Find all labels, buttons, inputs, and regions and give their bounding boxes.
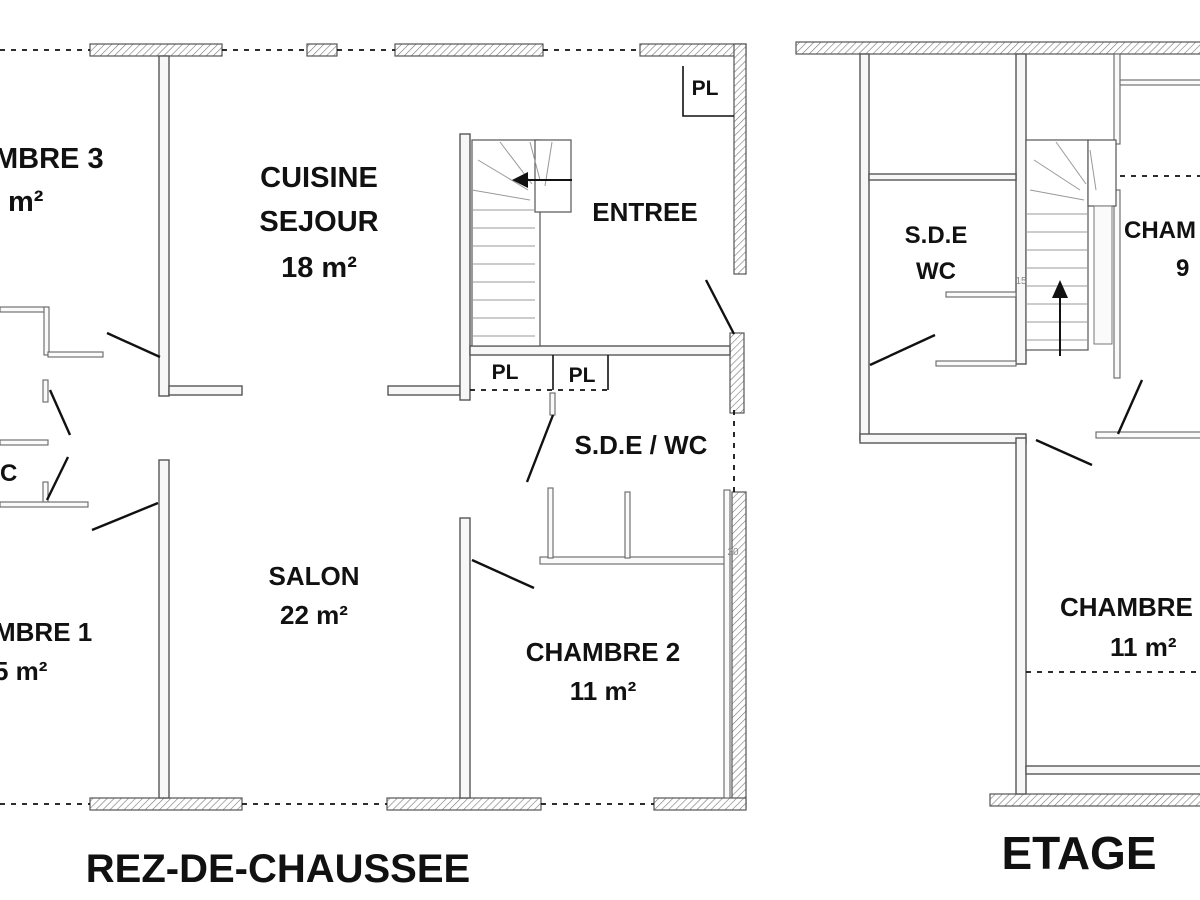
staircase-etage [1025,139,1117,356]
wall-top-4 [639,43,747,57]
room-name-sde-etage: S.D.E [905,222,968,249]
room-area-chambre-top: 9 [1176,255,1189,282]
pl-label-1: PL [692,77,719,100]
wall-top-2 [306,43,338,57]
room-name-sejour: SEJOUR [259,206,378,238]
room-area-chambre3: m² [8,186,44,218]
room-name-salon: SALON [269,561,360,591]
wall-bottom-1 [89,797,243,811]
wall-etage-top [795,41,1200,55]
room-name-wc-left: C [0,460,17,487]
room-name-entree: ENTREE [592,197,697,227]
room-name-wc-etage: WC [916,258,956,285]
pl-label-2: PL [492,361,519,384]
labels-etage: S.D.E WC CHAM 9 CHAMBRE 11 m² ETAGE 15 [905,217,1196,879]
wall-bottom-2 [386,797,542,811]
room-name-chambre1: MBRE 1 [0,617,92,647]
labels-rdc: MBRE 3 m² CUISINE SEJOUR 18 m² ENTREE PL… [0,77,739,891]
plan-etage [795,41,1200,807]
plan-rez-de-chaussee [0,43,747,811]
wall-etage-bottom [989,793,1200,807]
room-area-chambre2: 11 m² [570,676,637,706]
wall-right-3 [731,491,747,809]
plan-title-etage: ETAGE [1001,827,1156,879]
plan-title-rdc: REZ-DE-CHAUSSEE [86,847,470,891]
room-name-chambre-top: CHAM [1124,217,1196,244]
wall-top-1 [89,43,223,57]
room-name-chambre3: MBRE 3 [0,143,104,175]
room-name-chambre2: CHAMBRE 2 [526,637,681,667]
staircase-rdc [471,139,572,347]
room-area-salon: 22 m² [280,600,348,630]
room-name-sde-wc: S.D.E / WC [575,430,708,460]
wall-right-1 [733,43,747,275]
pl-label-3: PL [569,364,596,387]
wall-top-3 [394,43,544,57]
small-number-20: 20 [727,547,739,558]
room-area-chambre-bottom: 11 m² [1110,632,1177,662]
room-name-chambre-bottom: CHAMBRE [1060,592,1193,622]
room-name-cuisine: CUISINE [260,162,378,194]
wall-bottom-3 [653,797,747,811]
wall-right-2 [729,332,745,414]
room-area-cuisine: 18 m² [281,252,357,284]
room-area-chambre1: 5 m² [0,656,48,686]
small-number-15: 15 [1015,276,1027,287]
